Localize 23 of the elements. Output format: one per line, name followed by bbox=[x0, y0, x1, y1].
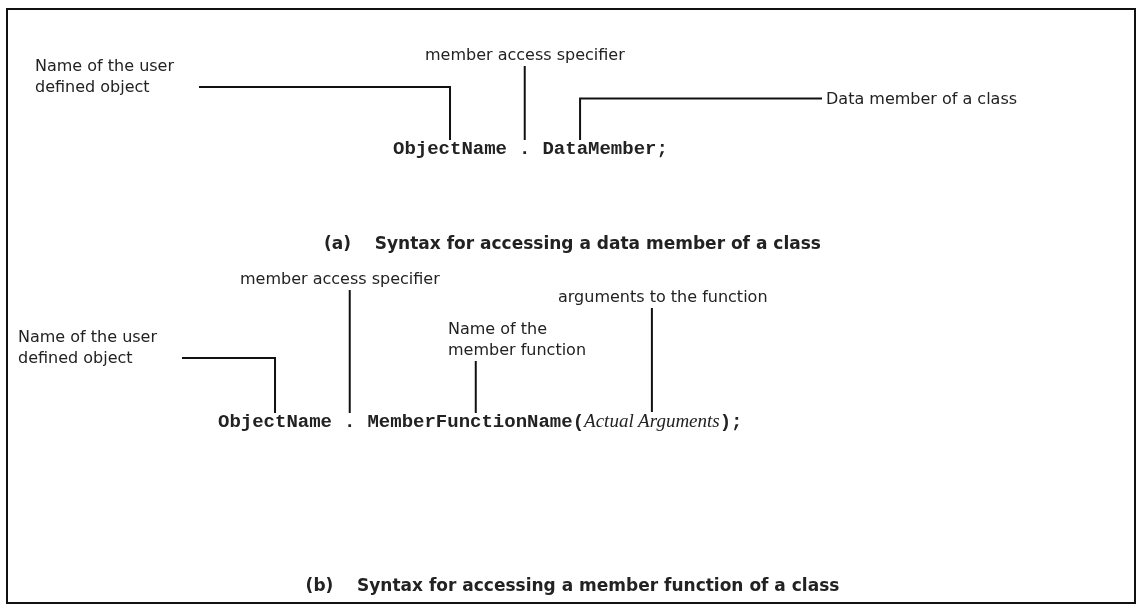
annotation-text: Name of the member function bbox=[448, 318, 588, 360]
code-text: Actual Arguments bbox=[584, 410, 720, 432]
leader-line bbox=[181, 357, 276, 414]
code-text: ObjectName bbox=[393, 138, 508, 160]
leader-line bbox=[474, 360, 477, 414]
code-text: DataMember; bbox=[542, 138, 668, 160]
annotation-text: Name of the user defined object bbox=[18, 326, 178, 368]
annotation-text: Data member of a class bbox=[826, 88, 1018, 109]
annotation-text: member access specifier bbox=[425, 44, 625, 65]
leader-line bbox=[523, 65, 526, 141]
leader-line bbox=[348, 289, 351, 414]
leader-line bbox=[579, 97, 823, 141]
code-text: . bbox=[344, 411, 356, 433]
figure-caption: (a) Syntax for accessing a data member of a class bbox=[324, 233, 821, 253]
annotation-text: Name of the user defined object bbox=[35, 55, 195, 97]
code-text: . bbox=[519, 138, 531, 160]
annotation-text: arguments to the function bbox=[558, 286, 768, 307]
leader-line bbox=[198, 86, 451, 141]
code-text: ); bbox=[719, 411, 743, 433]
annotation-text: member access specifier bbox=[240, 268, 440, 289]
code-text: ObjectName bbox=[218, 411, 333, 433]
leader-line bbox=[650, 307, 653, 413]
figure-caption: (b) Syntax for accessing a member function of a class bbox=[305, 575, 840, 595]
